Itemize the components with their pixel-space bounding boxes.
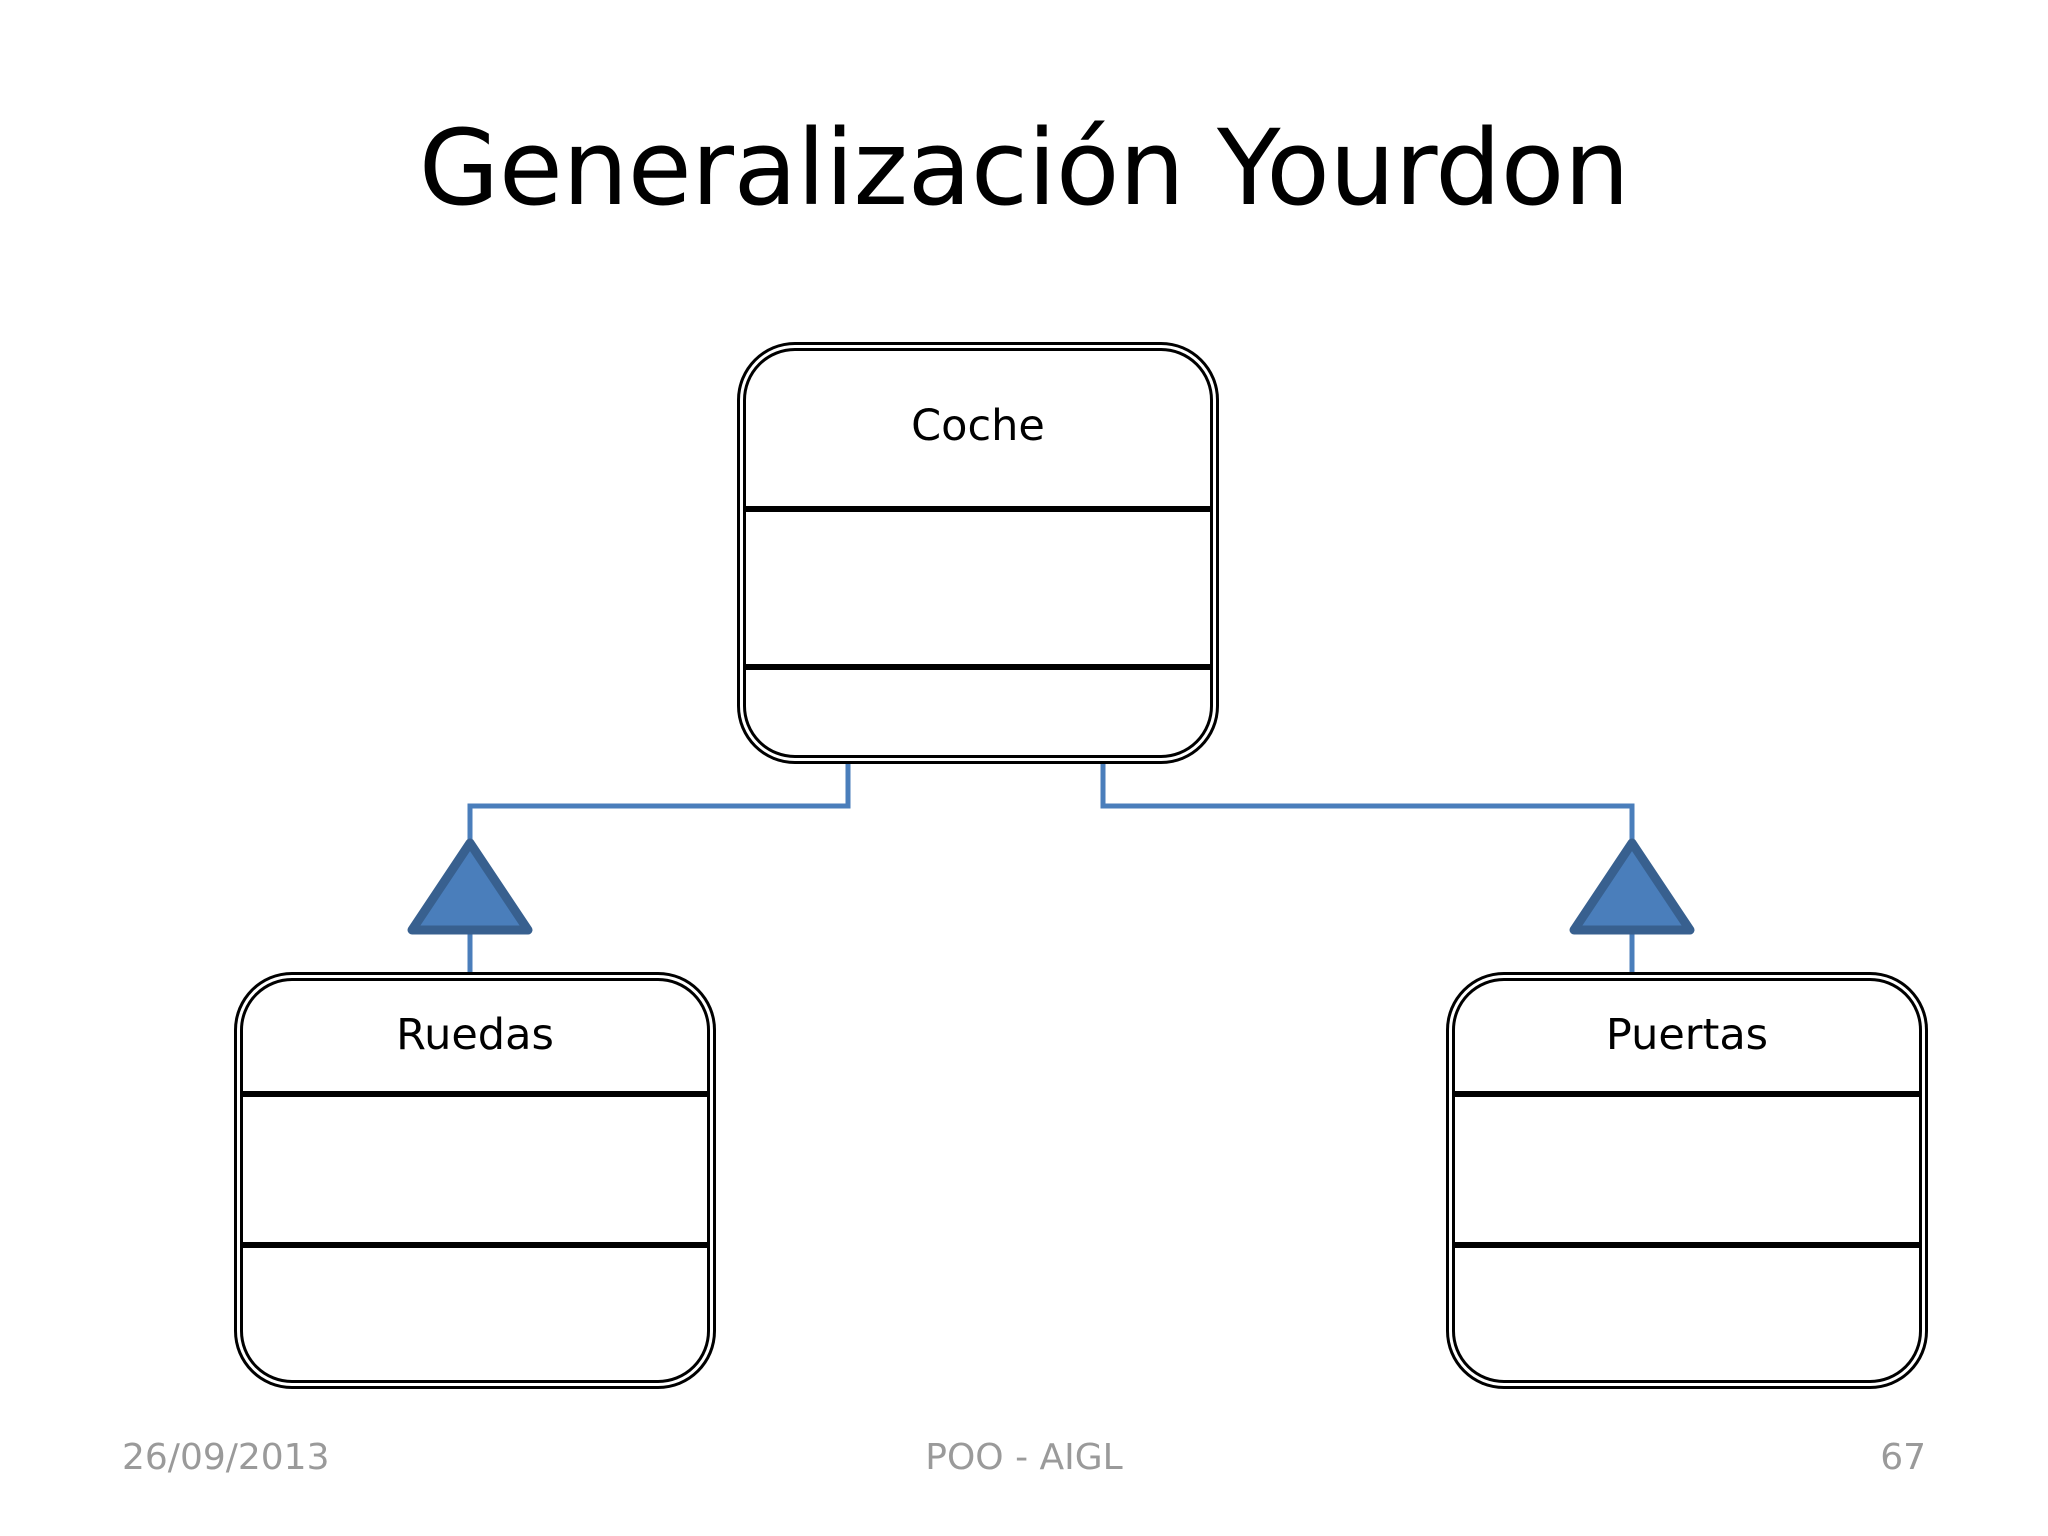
uml-class-puertas-attributes-compartment	[1455, 1097, 1919, 1242]
uml-class-ruedas-name-compartment: Ruedas	[243, 981, 707, 1091]
footer-page-number: 67	[1880, 1437, 1926, 1478]
uml-class-ruedas-divider-1	[243, 1091, 707, 1097]
uml-class-puertas-name-compartment: Puertas	[1455, 981, 1919, 1091]
generalization-triangle-ruedas-icon	[407, 838, 533, 935]
connector-coche-to-puertas	[1100, 752, 1635, 910]
uml-class-coche-divider-2	[746, 664, 1210, 670]
uml-class-coche-name-compartment: Coche	[746, 351, 1210, 506]
uml-class-ruedas-divider-2	[243, 1242, 707, 1248]
uml-class-coche-attributes-compartment	[746, 512, 1210, 664]
uml-class-puertas-label: Puertas	[1605, 1010, 1769, 1061]
footer-course-label: POO - AIGL	[925, 1437, 1123, 1478]
uml-class-ruedas-attributes-compartment	[243, 1097, 707, 1242]
uml-class-ruedas[interactable]: Ruedas	[240, 978, 710, 1383]
uml-class-coche-label: Coche	[911, 400, 1045, 451]
footer-date: 26/09/2013	[122, 1437, 330, 1478]
page-title: Generalización Yourdon	[418, 107, 1630, 229]
uml-class-coche-operations-compartment	[746, 670, 1210, 755]
slide-footer: 26/09/2013 POO - AIGL 67	[0, 1436, 2048, 1496]
uml-class-puertas-operations-compartment	[1455, 1248, 1919, 1380]
uml-class-puertas-divider-1	[1455, 1091, 1919, 1097]
uml-class-coche-divider-1	[746, 506, 1210, 512]
uml-class-coche[interactable]: Coche	[743, 348, 1213, 758]
connector-coche-to-ruedas	[467, 752, 851, 910]
uml-class-puertas-divider-2	[1455, 1242, 1919, 1248]
uml-class-ruedas-label: Ruedas	[396, 1010, 554, 1061]
uml-class-puertas[interactable]: Puertas	[1452, 978, 1922, 1383]
uml-class-ruedas-operations-compartment	[243, 1248, 707, 1380]
generalization-triangle-puertas-icon	[1569, 838, 1695, 935]
